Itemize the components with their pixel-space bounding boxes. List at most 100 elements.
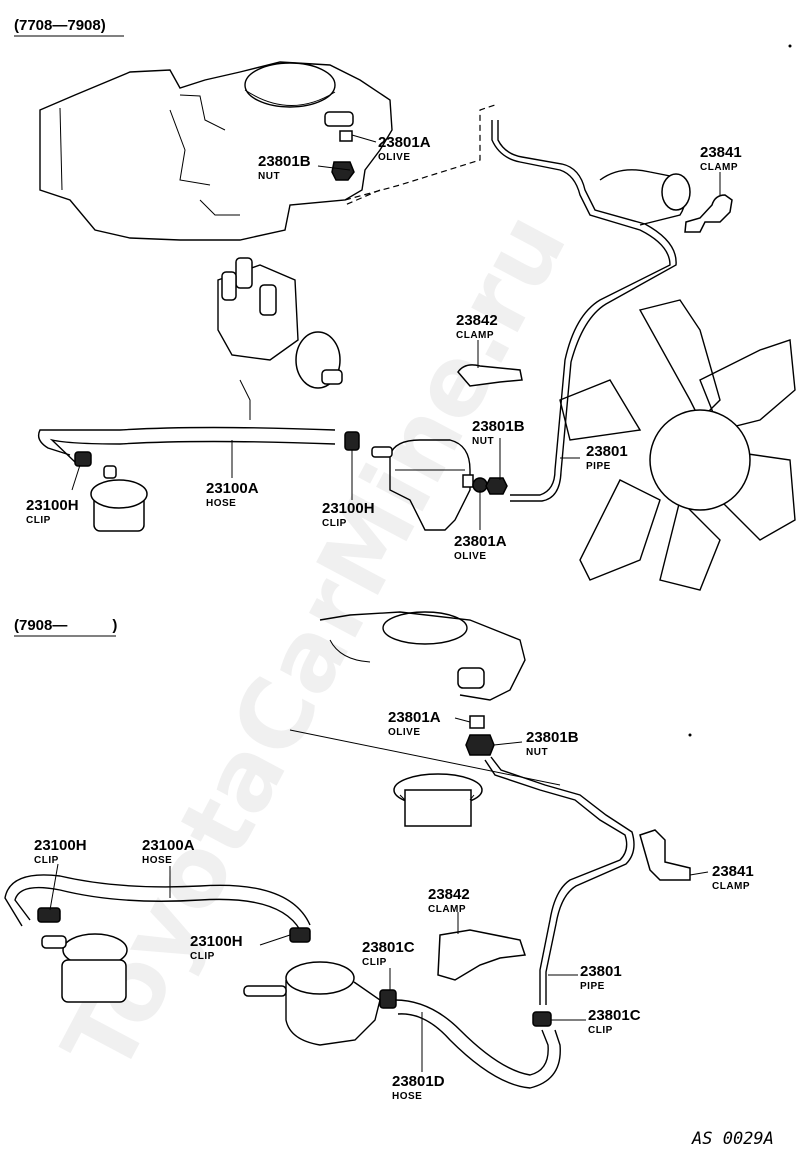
bottom-range-header: (7908— ) [14,617,117,634]
clip-23100H-top-left [74,451,92,467]
top-section: (7708—7908) [14,17,796,591]
part-number: 23801D [392,1073,445,1090]
part-number: 23801C [362,939,415,956]
part-number: 23801C [588,1007,641,1024]
part-number: 23801A [378,134,431,151]
part-desc: HOSE [206,498,236,509]
label-23801D-hose-bottom: 23801D HOSE [392,1073,445,1102]
label-23801A-olive-bottom: 23801A OLIVE [388,709,441,738]
label-23801B-nut-bottom: 23801B NUT [526,729,579,758]
part-desc: CLAMP [700,162,738,173]
part-number: 23100A [142,837,195,854]
label-23842-clamp-bottom: 23842 CLAMP [428,886,470,915]
top-range-header: (7708—7908) [14,17,106,34]
figure-code: AS 0029A [691,1129,774,1149]
part-desc: CLAMP [712,881,750,892]
cooling-fan [559,299,796,591]
clip-23801C-bottom-right [532,1011,552,1027]
fuel-pipe-top [491,120,677,502]
part-number: 23100A [206,480,259,497]
part-number: 23100H [322,500,375,517]
part-desc: CLIP [362,957,387,968]
clip-23100H-bottom-left [37,907,61,923]
part-desc: CLAMP [428,904,466,915]
ring-near-pump-top [472,477,488,493]
label-23100A-hose-top: 23100A HOSE [206,480,259,509]
hose-23100A-top [37,426,336,463]
part-desc: CLIP [588,1025,613,1036]
part-desc: PIPE [580,981,605,992]
label-23841-clamp-top: 23841 CLAMP [700,144,742,173]
part-desc: PIPE [586,461,611,472]
part-desc: OLIVE [454,551,487,562]
part-number: 23801B [258,153,311,170]
bottom-section: (7908— ) [4,611,754,1102]
filler-cap-bottom [393,773,483,827]
part-desc: CLIP [190,951,215,962]
label-23100A-hose-bottom: 23100A HOSE [142,837,195,866]
fuel-pump-bottom [243,961,381,1046]
leaders-top [71,134,580,530]
label-23100H-clip-bottom-right: 23100H CLIP [190,933,243,962]
nut-part-bottom [465,734,495,756]
fuel-pipe-bottom [484,756,635,1005]
dashed-reference-line [344,104,496,201]
label-23841-clamp-bottom: 23841 CLAMP [712,863,754,892]
part-number: 23801B [472,418,525,435]
part-desc: CLAMP [456,330,494,341]
label-23842-clamp-top: 23842 CLAMP [456,312,498,341]
part-desc: HOSE [142,855,172,866]
part-desc: NUT [258,171,280,182]
fuel-filter-bottom [41,933,128,1003]
part-desc: CLIP [26,515,51,526]
part-number: 23100H [26,497,79,514]
part-number: 23801 [586,443,628,460]
label-23100H-clip-top-left: 23100H CLIP [26,497,79,526]
part-number: 23801A [454,533,507,550]
clamp-23842-bottom [437,929,527,981]
clamp-23841-top [684,172,733,233]
engine-block-bottom [319,611,526,701]
part-desc: OLIVE [378,152,411,163]
label-23100H-clip-top-right: 23100H CLIP [322,500,375,529]
part-number: 23100H [190,933,243,950]
label-23801B-nut-top: 23801B NUT [258,153,311,182]
label-23100H-clip-bottom-left: 23100H CLIP [34,837,87,866]
clip-23100H-top-right [344,431,360,451]
leaders-bottom [49,717,709,1072]
olive-part-top [339,130,353,142]
distributor-top [217,257,343,420]
label-23801A-olive-top: 23801A OLIVE [378,134,431,163]
nut-near-pump-top [485,477,508,495]
label-23801C-clip-bottom-right: 23801C CLIP [588,1007,641,1036]
hose-23801D-bottom [394,999,561,1089]
clip-23100H-bottom-right [289,927,311,943]
part-desc: NUT [472,436,494,447]
label-23801C-clip-bottom-left: 23801C CLIP [362,939,415,968]
speck [688,733,692,737]
radiator-neck-top [599,169,691,226]
part-number: 23841 [712,863,754,880]
olive-part-bottom [469,715,485,729]
part-number: 23801B [526,729,579,746]
part-number: 23841 [700,144,742,161]
part-desc: CLIP [34,855,59,866]
clamp-23841-bottom [639,829,691,881]
label-23801A-olive-top-2: 23801A OLIVE [454,533,507,562]
part-number: 23801 [580,963,622,980]
clamp-23842-top [457,364,523,387]
fuel-filter-top [90,465,148,532]
clip-23801C-bottom-left [379,989,397,1009]
speck [788,44,792,48]
fuel-pump-top [371,439,471,531]
part-number: 23801A [388,709,441,726]
engine-block-top [39,61,393,241]
olive-near-pump-top [462,474,474,488]
part-desc: CLIP [322,518,347,529]
part-number: 23842 [428,886,470,903]
dashed-reference-line-2 [344,189,381,206]
label-23801-pipe-bottom: 23801 PIPE [580,963,622,992]
nut-part-top [331,161,355,181]
label-23801B-nut-top-2: 23801B NUT [472,418,525,447]
